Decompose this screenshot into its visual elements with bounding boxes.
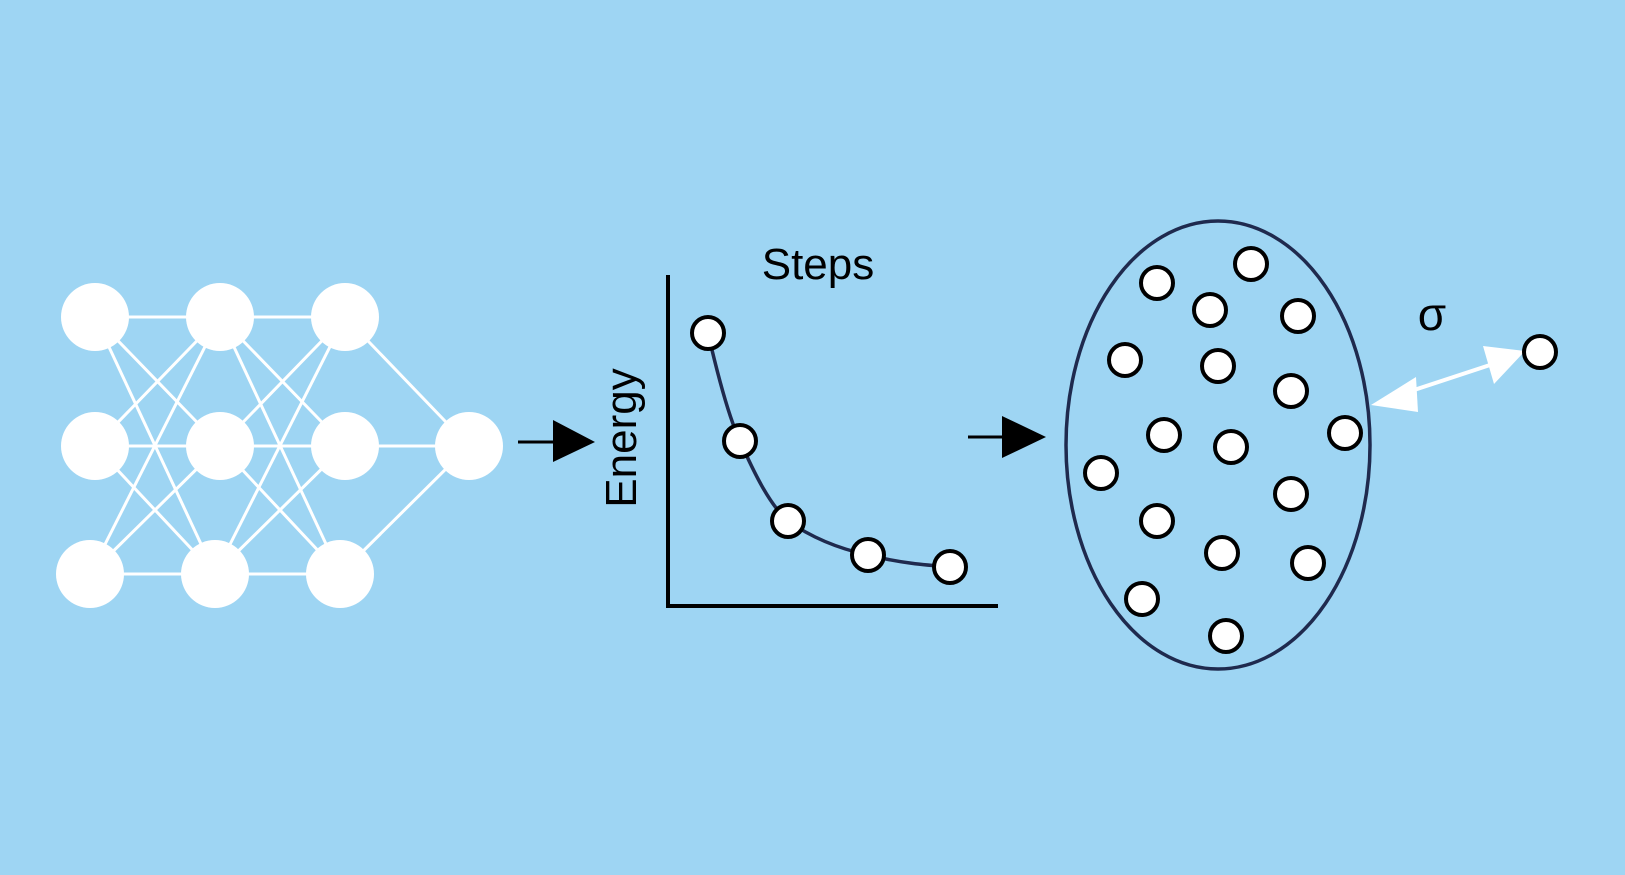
network-node [311, 412, 379, 480]
ensemble-point [1204, 535, 1240, 571]
neural-network [56, 283, 503, 608]
double-arrow-icon [1371, 346, 1525, 412]
sigma-label: σ [1418, 288, 1446, 340]
ensemble-point [1290, 545, 1326, 581]
energy-points [690, 315, 968, 585]
network-connection [213, 316, 347, 575]
network-node [61, 283, 129, 351]
ensemble-point [1107, 342, 1143, 378]
outlier-point [1522, 334, 1558, 370]
right-arrow-icon [518, 420, 595, 462]
ensemble-point [1124, 581, 1160, 617]
energy-point [690, 315, 726, 351]
output-node [435, 412, 503, 480]
ensemble-point [1273, 476, 1309, 512]
energy-point [770, 503, 806, 539]
network-node [186, 412, 254, 480]
right-arrow-icon [968, 416, 1046, 458]
ensemble-point [1083, 455, 1119, 491]
network-nodes [56, 283, 503, 608]
x-axis-label: Steps [762, 240, 875, 289]
ensemble-point [1200, 348, 1236, 384]
energy-point [850, 537, 886, 573]
ensemble-point [1146, 417, 1182, 453]
ensemble-point [1233, 246, 1269, 282]
ensemble-point [1213, 429, 1249, 465]
ensemble-point [1208, 618, 1244, 654]
energy-point [722, 423, 758, 459]
ensemble-point [1139, 265, 1175, 301]
outlier-group: σ [1371, 288, 1558, 412]
ensemble-boundary [1064, 219, 1372, 671]
y-axis-label: Energy [597, 368, 646, 507]
network-node [61, 412, 129, 480]
ensemble-ellipse [1064, 219, 1372, 671]
network-connections [88, 315, 471, 576]
network-node [56, 540, 124, 608]
ensemble-points [1083, 246, 1363, 654]
network-node [186, 283, 254, 351]
ensemble-point [1327, 415, 1363, 451]
network-node [181, 540, 249, 608]
ensemble-point [1192, 292, 1228, 328]
network-connection [88, 316, 222, 575]
energy-plot: Steps Energy [597, 240, 998, 608]
network-node [311, 283, 379, 351]
ensemble-point [1280, 298, 1316, 334]
network-node [306, 540, 374, 608]
energy-point [932, 549, 968, 585]
ensemble-point [1273, 373, 1309, 409]
ensemble-point [1139, 503, 1175, 539]
